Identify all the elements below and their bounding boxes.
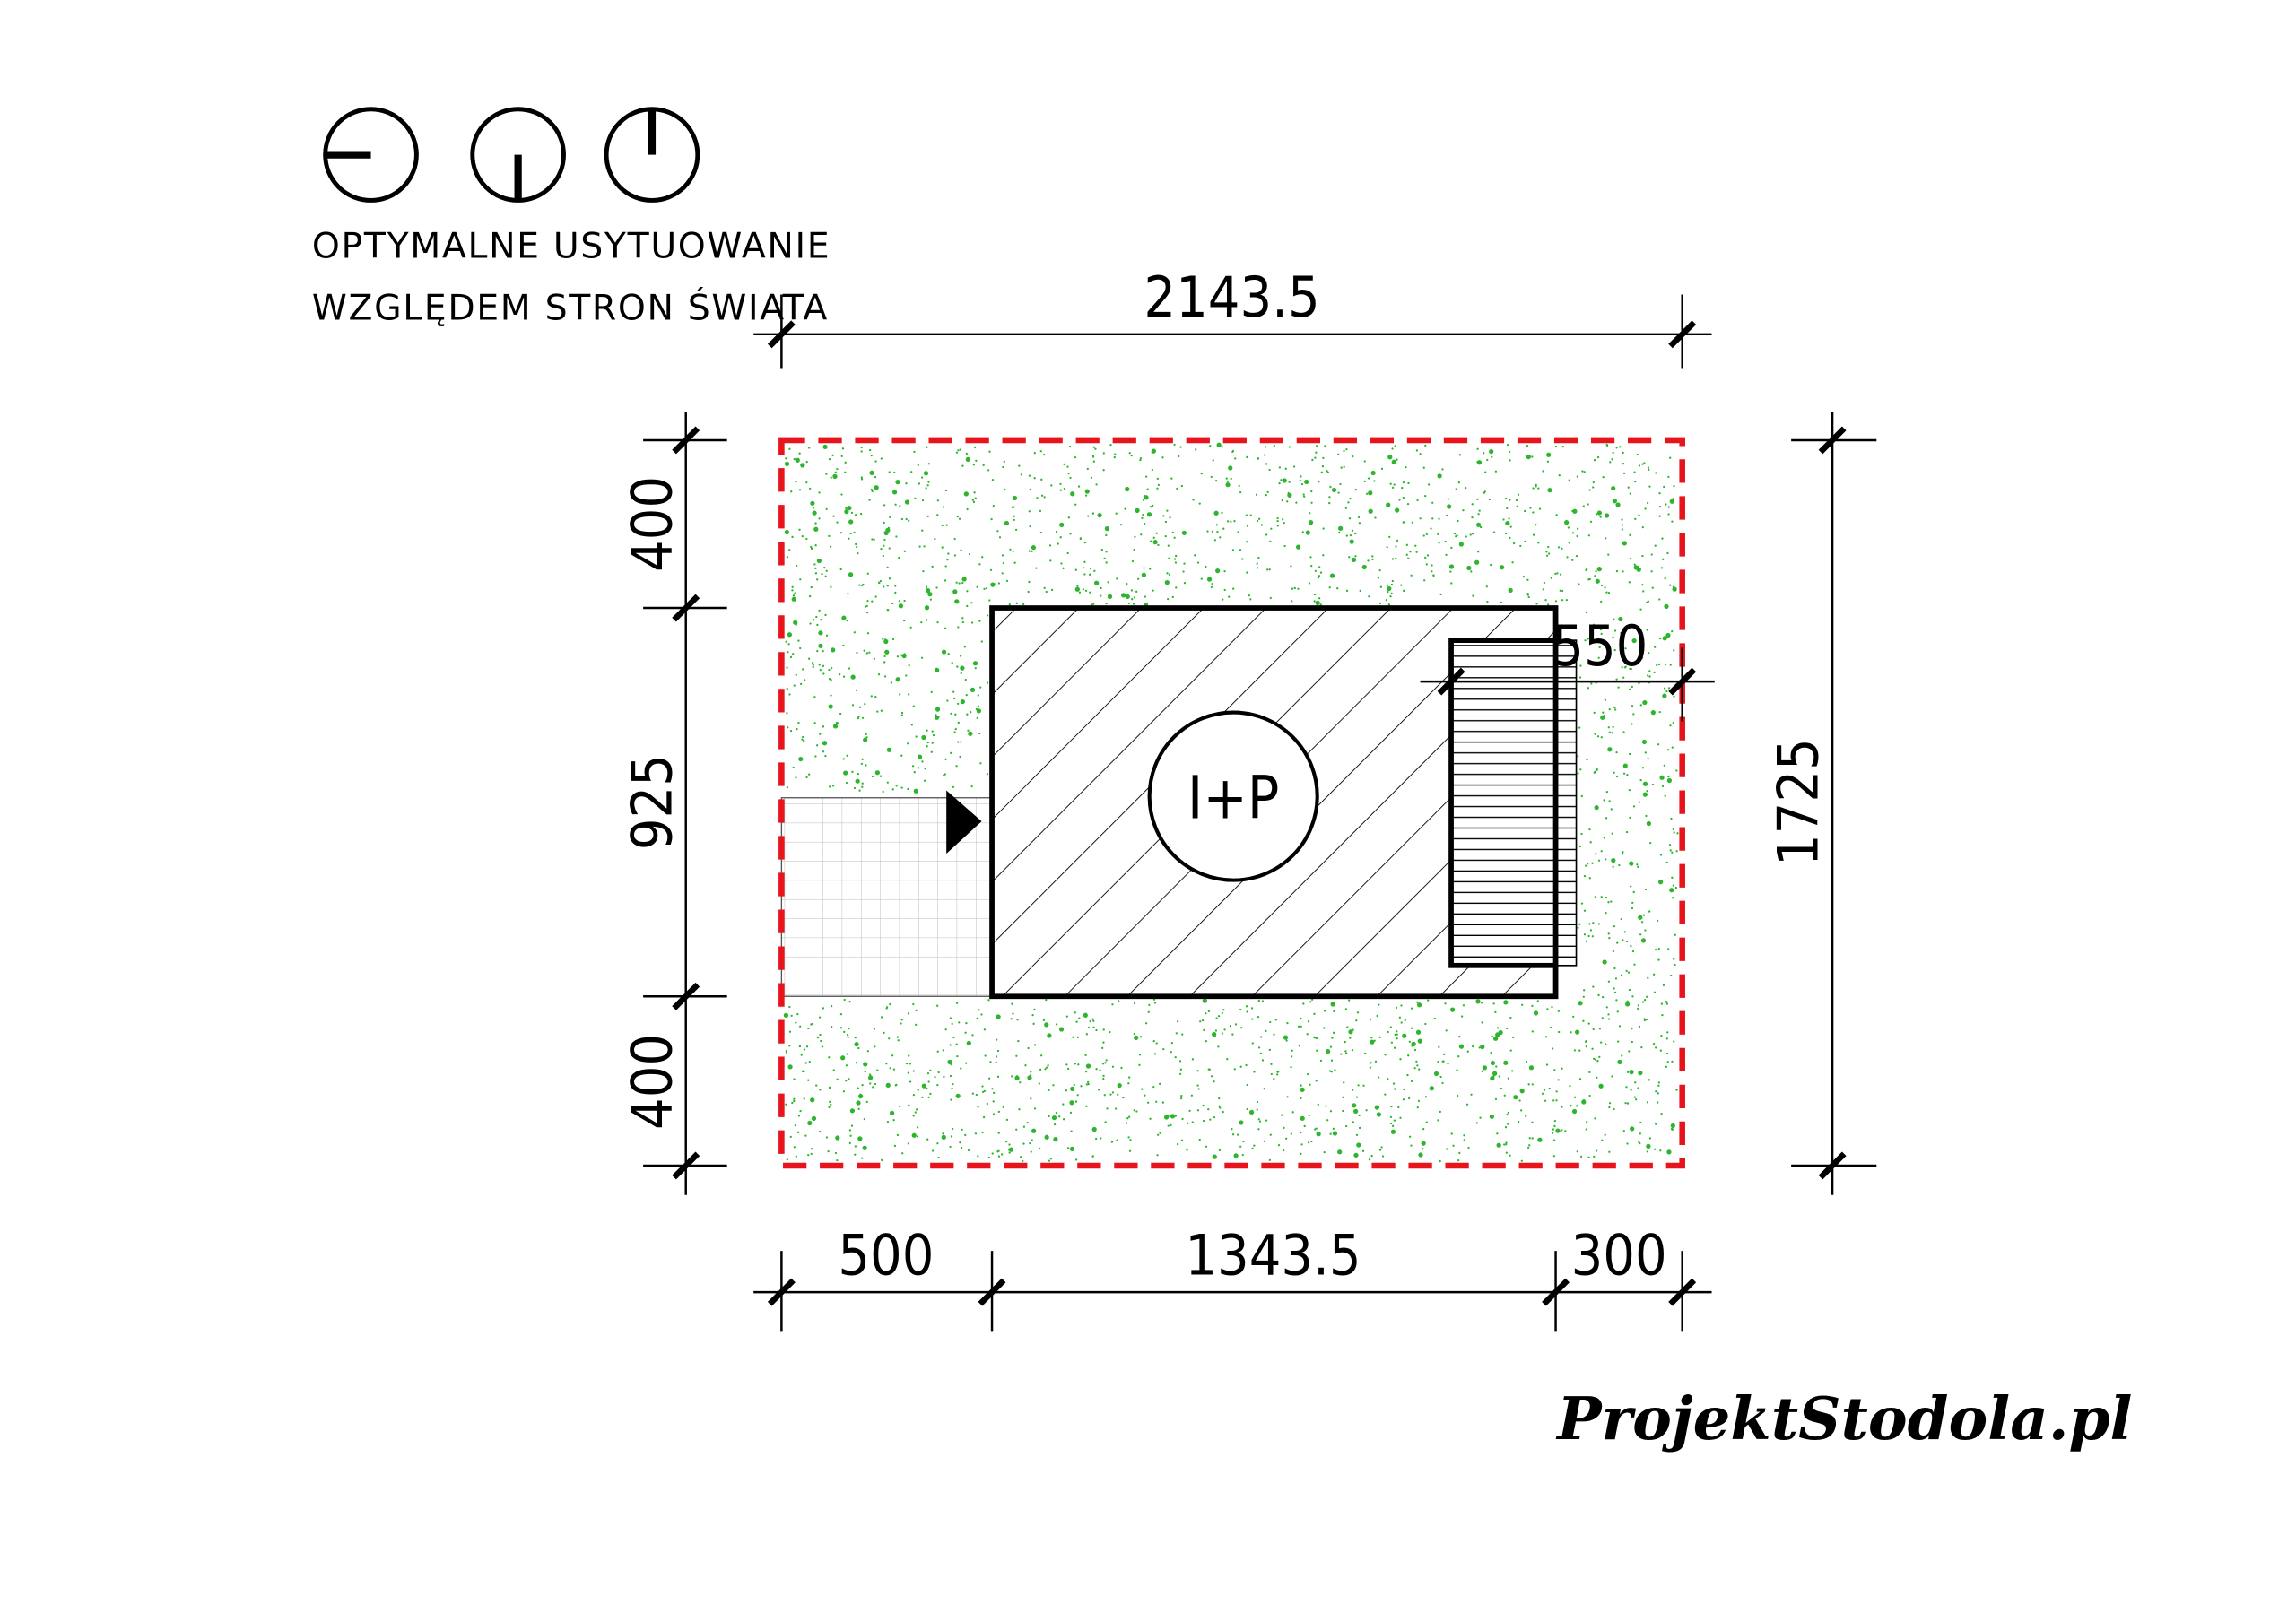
dimension-tick xyxy=(672,426,700,455)
orientation-caption-line2: WZGLĘDEM STRON ŚWIATA xyxy=(312,286,829,328)
entrance-arrow-icon xyxy=(946,790,982,854)
dimension-ticks xyxy=(672,320,1847,1306)
dimension-tick xyxy=(672,1151,700,1180)
north-orientation-icon xyxy=(604,107,700,203)
orientation-caption-line1: OPTYMALNE USYTUOWANIE xyxy=(312,225,831,266)
dimension-tick xyxy=(672,594,700,622)
storey-circle xyxy=(1147,710,1319,882)
dimension-tick xyxy=(978,1278,1006,1306)
south-orientation-icon xyxy=(470,107,566,203)
dimension-tick xyxy=(767,320,796,349)
dim-left-middle: 925 xyxy=(619,754,684,850)
dimension-tick xyxy=(1668,1278,1697,1306)
dim-left-top: 400 xyxy=(619,476,684,572)
dimension-tick xyxy=(1437,667,1465,696)
dim-terrace: 550 xyxy=(1552,613,1648,679)
greenery-stipple xyxy=(783,442,1679,1163)
dim-bottom-right: 300 xyxy=(1571,1222,1667,1288)
brand-logo: ProjektStodola.pl xyxy=(1555,1384,2132,1453)
west-orientation-icon xyxy=(323,107,419,203)
dimension-tick xyxy=(672,982,700,1010)
dimension-tick xyxy=(1668,667,1697,696)
dimension-tick xyxy=(1818,426,1847,455)
plot-boundary xyxy=(778,437,1685,1169)
dim-left-bottom: 400 xyxy=(619,1034,684,1130)
dim-bottom-left: 500 xyxy=(838,1222,934,1288)
dimension-tick xyxy=(1818,1151,1847,1180)
dim-bottom-middle: 1343.5 xyxy=(1185,1222,1361,1288)
storey-label: I+P xyxy=(1187,765,1279,833)
dim-total-depth: 1725 xyxy=(1766,738,1831,866)
dimension-tick xyxy=(1542,1278,1570,1306)
dimension-tick xyxy=(1668,320,1697,349)
dim-total-width: 2143.5 xyxy=(1144,265,1319,330)
dimension-tick xyxy=(767,1278,796,1306)
